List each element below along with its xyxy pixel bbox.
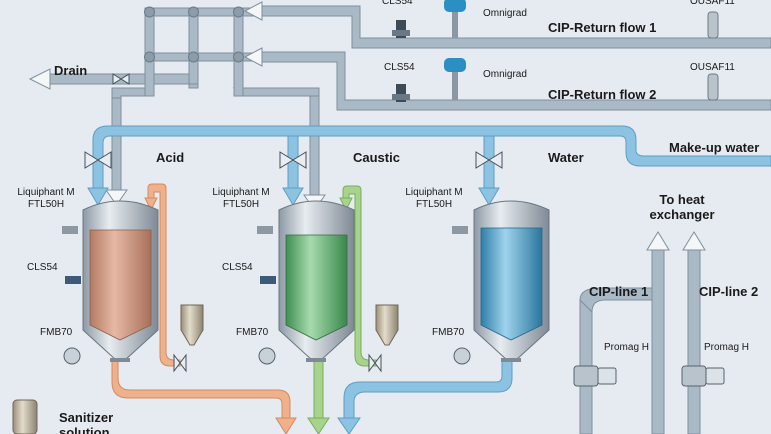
fmb70-caustic-label: FMB70 (236, 327, 269, 338)
caustic-pipes (307, 185, 377, 434)
ousaf11-return1-label: OUSAF11 (690, 0, 735, 7)
promag-line2-label: Promag H (704, 342, 750, 353)
omnigrad-return2-label: Omnigrad (483, 69, 527, 80)
caustic-label: Caustic (353, 150, 400, 165)
cip-line-2-label: CIP-line 2 (699, 284, 759, 299)
cip-return-flow-2-label: CIP-Return flow 2 (548, 87, 657, 102)
cip-line-1-label: CIP-line 1 (589, 284, 649, 299)
cls54-return1-label: CLS54 (382, 0, 413, 7)
water-label: Water (548, 150, 584, 165)
drain-label: Drain (54, 63, 88, 78)
caustic-dosing-bin (375, 304, 399, 346)
acid-label: Acid (156, 150, 185, 165)
promag-line1-label: Promag H (604, 342, 650, 353)
sanitizer-container (12, 399, 38, 434)
cls54-caustic-label: CLS54 (222, 262, 253, 273)
tank-acid (82, 200, 159, 362)
fmb70-acid-label: FMB70 (40, 327, 73, 338)
pipe-junctions (144, 6, 244, 63)
tank-caustic (278, 200, 355, 362)
ousaf11-return2-label: OUSAF11 (690, 62, 735, 73)
acid-dosing-bin (180, 304, 204, 346)
makeup-water-pipe (87, 125, 771, 434)
acid-pipes (111, 183, 297, 434)
sensor-icons (62, 0, 725, 387)
valve-icons (84, 73, 503, 373)
return-pipes (49, 5, 771, 434)
tank-water (473, 200, 550, 362)
makeup-water-label: Make-up water (669, 140, 760, 155)
omnigrad-return1-label: Omnigrad (483, 8, 527, 19)
cls54-return2-label: CLS54 (384, 62, 415, 73)
cip-return-flow-1-label: CIP-Return flow 1 (548, 20, 657, 35)
fmb70-water-label: FMB70 (432, 327, 465, 338)
cls54-acid-label: CLS54 (27, 262, 58, 273)
